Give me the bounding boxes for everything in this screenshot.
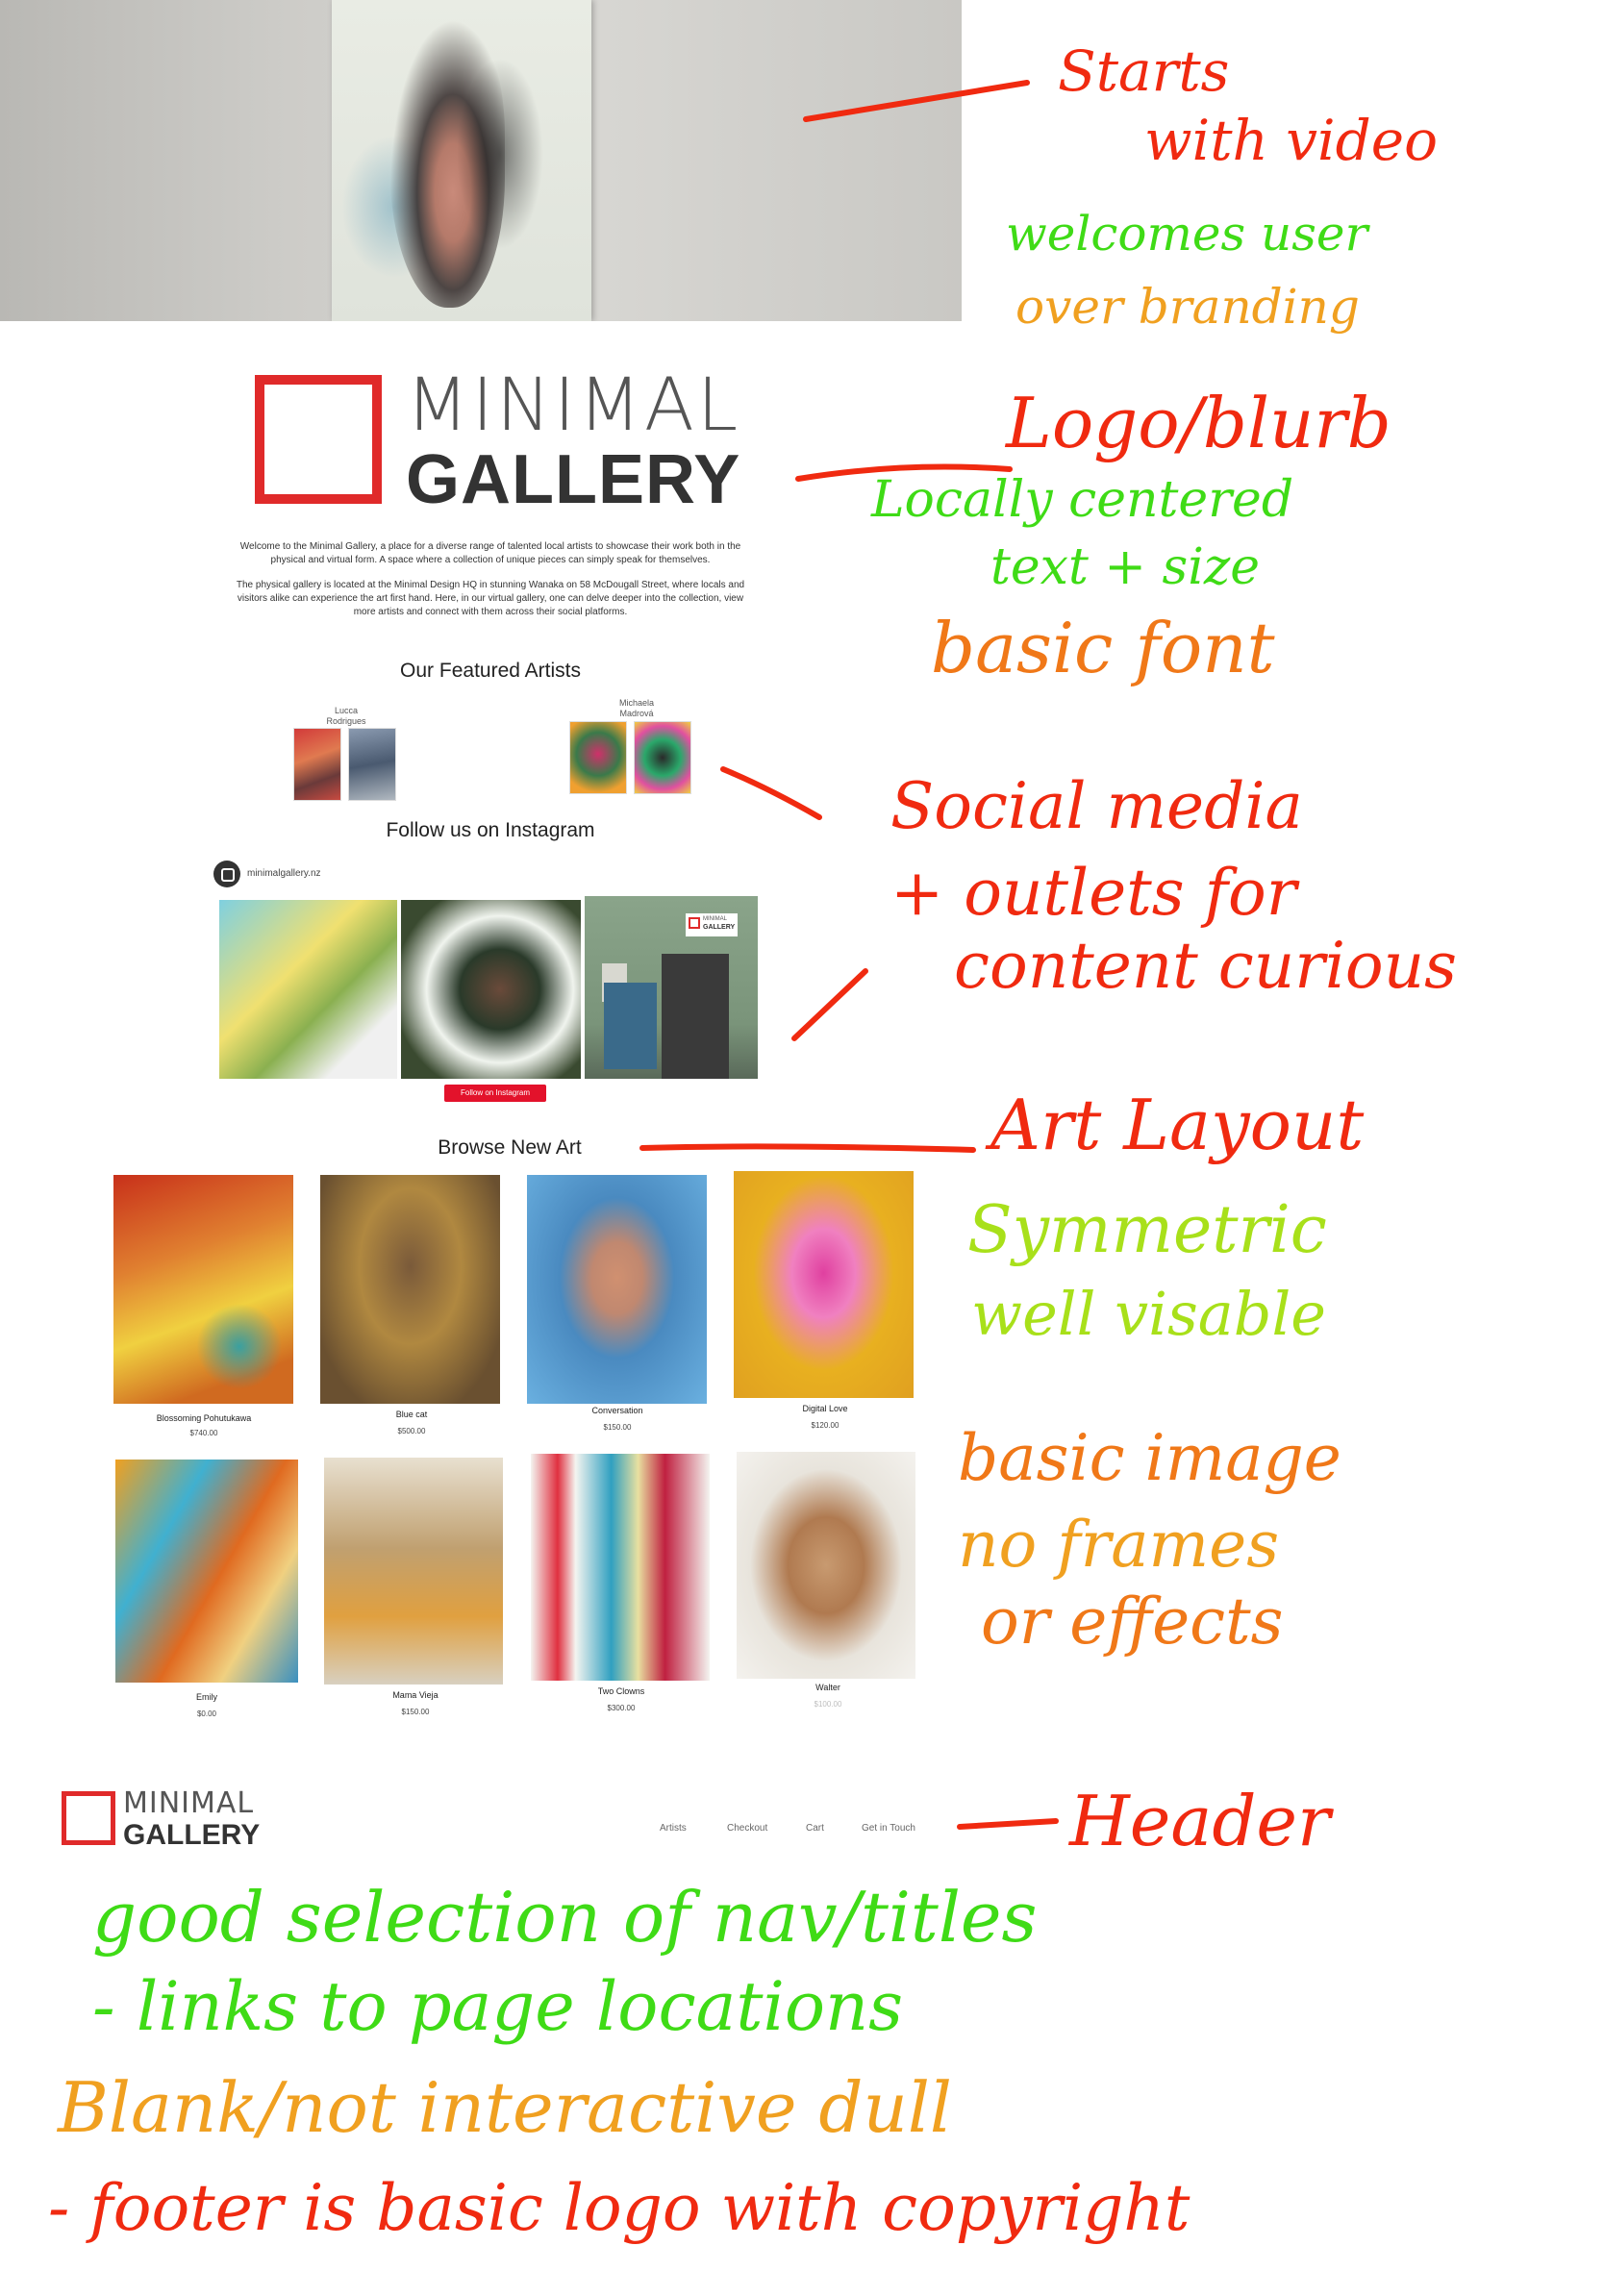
artwork-title[interactable]: Blue cat	[395, 1410, 428, 1419]
artwork-image[interactable]	[527, 1175, 707, 1404]
annotation-note: basic image	[958, 1421, 1341, 1495]
annotation-note: or effects	[981, 1585, 1284, 1659]
artwork-title[interactable]: Emily	[196, 1692, 217, 1702]
artwork-title[interactable]: Blossoming Pohutukawa	[156, 1413, 252, 1423]
instagram-post[interactable]	[219, 900, 397, 1079]
artwork-title[interactable]: Digital Love	[802, 1404, 848, 1413]
annotation-note: with video	[1144, 108, 1438, 173]
sign-text: GALLERY	[703, 924, 736, 931]
annotation-note: Logo/blurb	[1006, 383, 1391, 463]
annotation-note: - links to page locations	[92, 1967, 904, 2046]
artist-first-name: Michaela	[618, 698, 655, 708]
annotation-note: Blank/not interactive dull	[58, 2067, 952, 2148]
artwork-image[interactable]	[115, 1460, 298, 1683]
annotation-note: over branding	[1015, 279, 1360, 335]
artist-last-name: Rodrigues	[326, 716, 366, 726]
artwork-title[interactable]: Mama Vieja	[392, 1690, 439, 1700]
artwork-price: $150.00	[401, 1708, 430, 1716]
artist-thumbnail[interactable]	[348, 728, 396, 801]
annotation-note: - footer is basic logo with copyright	[48, 2171, 1190, 2245]
artwork-price: $500.00	[397, 1427, 426, 1435]
nav-get-in-touch[interactable]: Get in Touch	[862, 1823, 915, 1834]
logo-square	[255, 375, 382, 504]
featured-heading: Our Featured Artists	[400, 660, 581, 682]
nav-artists[interactable]: Artists	[660, 1823, 687, 1834]
artwork-title[interactable]: Two Clowns	[597, 1686, 645, 1696]
artwork-image[interactable]	[531, 1454, 710, 1681]
artist-thumbnail[interactable]	[569, 721, 627, 794]
artwork-price: $120.00	[811, 1421, 840, 1430]
follow-instagram-button[interactable]: Follow on Instagram	[444, 1085, 546, 1102]
annotation-note: good selection of nav/titles	[92, 1877, 1038, 1958]
gallery-sign: MINIMAL GALLERY	[686, 913, 738, 936]
annotation-note: Locally centered	[871, 471, 1294, 529]
hero-video[interactable]	[0, 0, 962, 321]
artwork-image[interactable]	[320, 1175, 500, 1404]
instagram-heading: Follow us on Instagram	[386, 819, 595, 841]
artwork-price: $740.00	[189, 1429, 218, 1437]
artwork-image[interactable]	[734, 1171, 914, 1398]
artwork-price: $300.00	[607, 1704, 636, 1712]
artist-last-name: Madrová	[619, 709, 654, 718]
instagram-post[interactable]	[401, 900, 581, 1079]
annotation-note: Art Layout	[990, 1085, 1365, 1165]
annotation-note: Header	[1069, 1781, 1331, 1861]
artwork-image[interactable]	[737, 1452, 915, 1679]
header-logo-gallery[interactable]: GALLERY	[123, 1819, 261, 1851]
artist-first-name: Lucca	[334, 706, 359, 715]
annotation-note: text + size	[990, 538, 1261, 596]
artist-name[interactable]: Lucca Rodrigues	[288, 706, 404, 727]
instagram-handle[interactable]: minimalgallery.nz	[247, 868, 321, 879]
artwork-image[interactable]	[113, 1175, 293, 1404]
artist-name[interactable]: Michaela Madrová	[579, 698, 694, 719]
artwork-price: $0.00	[196, 1710, 217, 1718]
artwork-title[interactable]: Conversation	[591, 1406, 643, 1415]
annotation-note: basic font	[931, 608, 1275, 688]
header-logo-square[interactable]	[62, 1791, 115, 1845]
annotation-note: Social media	[890, 769, 1303, 843]
artwork-price: $100.00	[814, 1700, 842, 1709]
header-logo-minimal[interactable]: MINIMAL	[123, 1786, 255, 1820]
logo-text-gallery: GALLERY	[406, 441, 741, 518]
sign-text: MINIMAL	[703, 916, 728, 922]
browse-heading: Browse New Art	[438, 1136, 582, 1159]
artwork-title[interactable]: Walter	[815, 1683, 840, 1692]
intro-paragraph: Welcome to the Minimal Gallery, a place …	[239, 541, 741, 565]
artwork-image[interactable]	[324, 1458, 503, 1685]
annotation-note: Symmetric	[967, 1192, 1327, 1268]
annotation-note: content curious	[954, 929, 1458, 1003]
annotation-note: welcomes user	[1006, 206, 1368, 262]
logo-text-minimal: MINIMAL	[406, 362, 741, 447]
intro-paragraph: The physical gallery is located at the M…	[236, 580, 745, 617]
annotation-note: + outlets for	[890, 856, 1297, 930]
intro-blurb: Welcome to the Minimal Gallery, a place …	[226, 540, 755, 631]
annotation-note: Starts	[1058, 38, 1230, 104]
artist-thumbnail[interactable]	[293, 728, 341, 801]
nav-cart[interactable]: Cart	[806, 1823, 824, 1834]
instagram-icon[interactable]	[213, 861, 240, 887]
artist-thumbnail[interactable]	[634, 721, 691, 794]
hero-painting	[332, 0, 591, 321]
artwork-price: $150.00	[603, 1423, 632, 1432]
follow-button-label: Follow on Instagram	[460, 1088, 531, 1097]
annotation-note: well visable	[971, 1279, 1326, 1349]
annotation-note: no frames	[958, 1508, 1280, 1582]
instagram-post[interactable]: MINIMAL GALLERY	[585, 896, 758, 1079]
nav-checkout[interactable]: Checkout	[727, 1823, 768, 1834]
